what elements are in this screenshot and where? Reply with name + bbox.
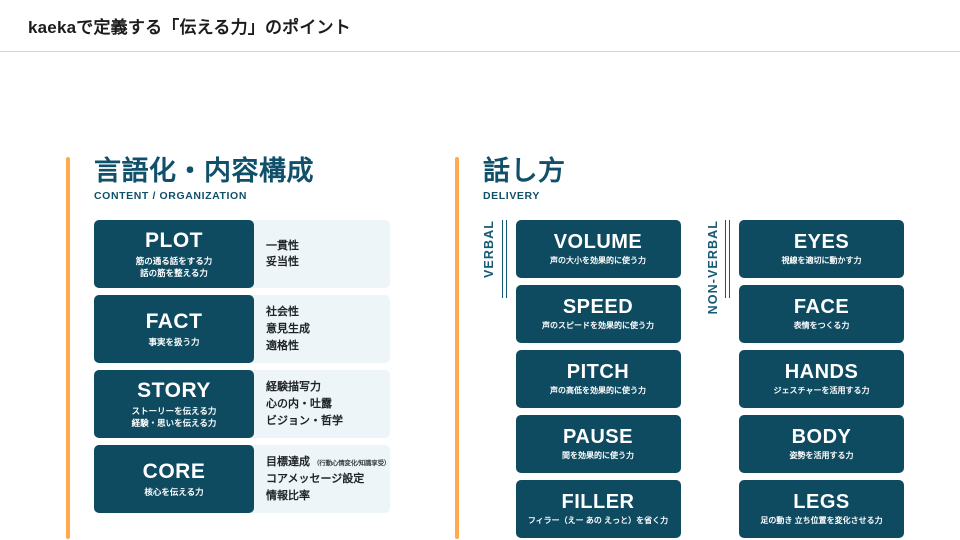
section-accent-bar-right bbox=[455, 157, 459, 539]
delivery-card-desc: 足の動き 立ち位置を変化させる力 bbox=[760, 516, 883, 526]
content-row-story[interactable]: STORY ストーリーを伝える力 経験・思いを伝える力 経験描写力 心の内・吐露… bbox=[94, 370, 391, 439]
content-card-title: CORE bbox=[142, 459, 206, 483]
delivery-card-desc: 声の高低を効果的に使う力 bbox=[550, 386, 646, 396]
delivery-card-desc: フィラー（えー あの えっと）を省く力 bbox=[527, 516, 669, 526]
section-content-body: 言語化・内容構成 CONTENT / ORGANIZATION PLOT 筋の通… bbox=[94, 156, 391, 514]
vertical-label-text: NON-VERBAL bbox=[705, 220, 720, 315]
content-panel-item: 適格性 bbox=[266, 339, 299, 352]
content-card-desc-line: 話の筋を整える力 bbox=[140, 267, 208, 278]
delivery-card-pitch[interactable]: PITCH 声の高低を効果的に使う力 bbox=[515, 350, 681, 409]
content-panel-core: 目標達成（行動心情変化/知識享受） コアメッセージ設定 情報比率 bbox=[250, 445, 390, 514]
content-panel-item: 妥当性 bbox=[266, 256, 299, 269]
delivery-group-label-verbal: VERBAL bbox=[482, 220, 507, 299]
delivery-card-desc: 表情をつくる力 bbox=[793, 321, 850, 331]
delivery-group-nonverbal: NON-VERBAL EYES 視線を適切に動かす力 FACE 表情をつくる力 bbox=[705, 220, 904, 539]
content-panel-item: 経験描写力 bbox=[266, 381, 321, 394]
content-card-fact[interactable]: FACT 事実を扱う力 bbox=[94, 295, 254, 364]
content-card-desc-line: ストーリーを伝える力 bbox=[131, 405, 217, 416]
delivery-cards-nonverbal: EYES 視線を適切に動かす力 FACE 表情をつくる力 HANDS ジェスチャ… bbox=[739, 220, 904, 539]
content-panel-item: コアメッセージ設定 bbox=[266, 472, 365, 485]
section-heading-delivery: 話し方 bbox=[483, 156, 566, 186]
section-accent-bar-left bbox=[66, 157, 70, 539]
page-header: kaekaで定義する「伝える力」のポイント bbox=[0, 0, 960, 52]
delivery-card-desc: 姿勢を活用する力 bbox=[789, 451, 854, 461]
delivery-card-eyes[interactable]: EYES 視線を適切に動かす力 bbox=[739, 220, 904, 279]
content-card-title: FACT bbox=[145, 309, 203, 333]
delivery-cards-verbal: VOLUME 声の大小を効果的に使う力 SPEED 声のスピードを効果的に使う力… bbox=[515, 220, 681, 539]
content-panel-item: 情報比率 bbox=[266, 489, 310, 502]
delivery-card-volume[interactable]: VOLUME 声の大小を効果的に使う力 bbox=[515, 220, 681, 279]
content-panel-plot: 一貫性 妥当性 bbox=[250, 220, 391, 289]
content-row-core[interactable]: CORE 核心を伝える力 目標達成（行動心情変化/知識享受） コアメッセージ設定… bbox=[94, 445, 390, 514]
delivery-card-desc: 声のスピードを効果的に使う力 bbox=[542, 321, 654, 331]
delivery-card-hands[interactable]: HANDS ジェスチャーを活用する力 bbox=[739, 350, 904, 409]
delivery-card-title: FILLER bbox=[561, 491, 635, 514]
content-card-desc-line: 経験・思いを伝える力 bbox=[131, 417, 217, 428]
content-panel-story: 経験描写力 心の内・吐露 ビジョン・哲学 bbox=[250, 370, 391, 439]
delivery-group-verbal: VERBAL VOLUME 声の大小を効果的に使う力 SPEED 声のスピードを… bbox=[482, 220, 681, 539]
content-card-core[interactable]: CORE 核心を伝える力 bbox=[94, 445, 254, 514]
delivery-card-desc: 間を効果的に使う力 bbox=[562, 451, 634, 461]
slide-canvas: 言語化・内容構成 CONTENT / ORGANIZATION PLOT 筋の通… bbox=[0, 52, 960, 540]
section-subheading-content: CONTENT / ORGANIZATION bbox=[94, 190, 247, 203]
delivery-card-title: LEGS bbox=[793, 491, 850, 514]
content-card-desc: 筋の通る話をする力 話の筋を整える力 bbox=[136, 255, 213, 280]
content-row-fact[interactable]: FACT 事実を扱う力 社会性 意見生成 適格性 bbox=[94, 295, 391, 364]
delivery-card-title: HANDS bbox=[784, 361, 859, 384]
delivery-card-body[interactable]: BODY 姿勢を活用する力 bbox=[739, 415, 904, 474]
content-row-plot[interactable]: PLOT 筋の通る話をする力 話の筋を整える力 一貫性 妥当性 bbox=[94, 220, 391, 289]
delivery-card-title: PAUSE bbox=[563, 426, 633, 449]
page-title: kaekaで定義する「伝える力」のポイント bbox=[28, 18, 351, 37]
content-card-desc-line: 筋の通る話をする力 bbox=[135, 255, 213, 266]
section-delivery-body: 話し方 DELIVERY VERBAL VOLUME 声の大小を効果的に使う力 bbox=[482, 156, 904, 539]
delivery-card-face[interactable]: FACE 表情をつくる力 bbox=[739, 285, 904, 344]
content-panel-item: 目標達成（行動心情変化/知識享受） bbox=[266, 454, 390, 471]
content-card-desc: 核心を伝える力 bbox=[144, 486, 203, 498]
content-panel-item: 社会性 bbox=[266, 306, 299, 319]
delivery-card-speed[interactable]: SPEED 声のスピードを効果的に使う力 bbox=[515, 285, 681, 344]
content-card-story[interactable]: STORY ストーリーを伝える力 経験・思いを伝える力 bbox=[94, 370, 254, 439]
delivery-card-desc: ジェスチャーを活用する力 bbox=[773, 386, 870, 396]
vertical-rule-icon bbox=[725, 220, 730, 299]
delivery-card-title: PITCH bbox=[566, 361, 630, 384]
delivery-card-title: VOLUME bbox=[553, 231, 643, 254]
content-card-desc: 事実を扱う力 bbox=[148, 336, 199, 348]
content-card-desc-line: 事実を扱う力 bbox=[148, 336, 200, 347]
content-panel-item: 意見生成 bbox=[266, 322, 310, 335]
delivery-card-desc: 視線を適切に動かす力 bbox=[781, 256, 862, 266]
content-panel-item: 心の内・吐露 bbox=[266, 397, 332, 410]
delivery-card-title: FACE bbox=[793, 296, 850, 319]
delivery-card-legs[interactable]: LEGS 足の動き 立ち位置を変化させる力 bbox=[739, 480, 904, 539]
content-panel-item-text: 目標達成 bbox=[266, 456, 310, 469]
content-card-title: PLOT bbox=[145, 228, 203, 252]
delivery-group-label-nonverbal: NON-VERBAL bbox=[705, 220, 730, 316]
content-card-desc-line: 核心を伝える力 bbox=[144, 486, 204, 497]
content-card-title: STORY bbox=[137, 378, 211, 402]
vertical-rule-icon bbox=[501, 220, 507, 299]
content-card-desc: ストーリーを伝える力 経験・思いを伝える力 bbox=[132, 405, 217, 430]
delivery-group-list: VERBAL VOLUME 声の大小を効果的に使う力 SPEED 声のスピードを… bbox=[482, 220, 904, 539]
content-panel-item: 一貫性 bbox=[266, 239, 299, 252]
content-row-list: PLOT 筋の通る話をする力 話の筋を整える力 一貫性 妥当性 FACT bbox=[94, 220, 391, 514]
section-subheading-delivery: DELIVERY bbox=[483, 190, 540, 203]
delivery-card-title: SPEED bbox=[562, 296, 634, 319]
delivery-card-title: BODY bbox=[791, 426, 852, 449]
content-card-plot[interactable]: PLOT 筋の通る話をする力 話の筋を整える力 bbox=[94, 220, 254, 289]
content-panel-fact: 社会性 意見生成 適格性 bbox=[250, 295, 391, 364]
content-panel-item-note: （行動心情変化/知識享受） bbox=[313, 460, 391, 468]
delivery-card-desc: 声の大小を効果的に使う力 bbox=[550, 256, 646, 266]
section-heading-content: 言語化・内容構成 bbox=[94, 156, 314, 186]
content-panel-item: ビジョン・哲学 bbox=[266, 414, 343, 427]
delivery-card-filler[interactable]: FILLER フィラー（えー あの えっと）を省く力 bbox=[515, 480, 681, 539]
delivery-card-pause[interactable]: PAUSE 間を効果的に使う力 bbox=[515, 415, 681, 474]
delivery-card-title: EYES bbox=[793, 231, 850, 254]
vertical-label-text: VERBAL bbox=[482, 220, 496, 279]
